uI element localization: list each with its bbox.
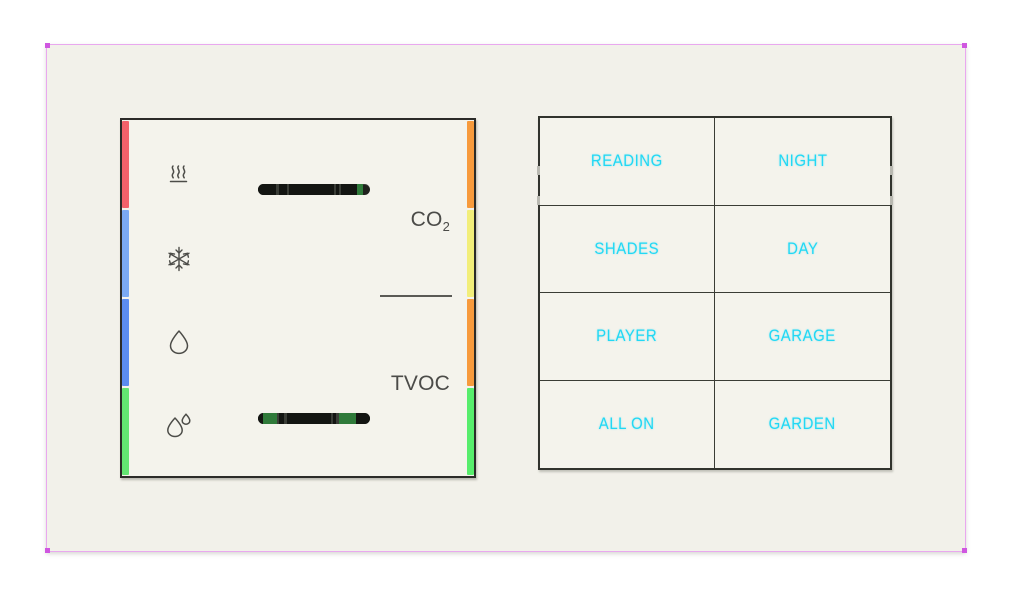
- scene-button-night[interactable]: NIGHT: [715, 118, 890, 206]
- scene-button-day[interactable]: DAY: [715, 205, 890, 293]
- right-led-strip: [467, 120, 474, 476]
- scene-button-label: ALL ON: [599, 414, 655, 434]
- led-cooling-1: [122, 210, 129, 297]
- tvoc-label: TVOC: [390, 372, 450, 395]
- slider-segment: [339, 184, 341, 195]
- slider-segment: [333, 413, 336, 424]
- scene-button-label: PLAYER: [596, 326, 658, 346]
- co2-text: CO: [410, 208, 443, 231]
- dew-point-icon: [162, 408, 196, 442]
- slider-segment: [356, 413, 370, 424]
- panel-edge-tick: [537, 196, 540, 205]
- slider-segment: [289, 184, 334, 195]
- slider-segment: [276, 184, 279, 195]
- slider-segment: [287, 413, 331, 424]
- scene-button-player[interactable]: PLAYER: [540, 293, 715, 381]
- sensor-icon-column: [156, 120, 202, 476]
- setpoint-slider-top[interactable]: [258, 184, 370, 195]
- co2-subscript: 2: [442, 219, 450, 235]
- slider-segment: [258, 413, 263, 424]
- heating-icon: [162, 159, 196, 193]
- scene-button-all-on[interactable]: ALL ON: [540, 380, 715, 468]
- slider-segment: [336, 184, 339, 195]
- slider-segment: [341, 184, 357, 195]
- slider-segment: [284, 413, 287, 424]
- slider-segment: [331, 413, 333, 424]
- left-led-strip: [122, 120, 129, 476]
- scene-button-garage[interactable]: GARAGE: [715, 293, 890, 381]
- climate-sensor-panel[interactable]: CO2 TVOC: [120, 118, 476, 478]
- device-board: CO2 TVOC READING NIGHT SHADES DAY PLAYER: [46, 44, 966, 552]
- cooling-icon: [162, 242, 196, 276]
- slider-segment: [258, 184, 276, 195]
- led-humidity: [122, 388, 129, 475]
- setpoint-slider-bottom[interactable]: [258, 413, 370, 424]
- led-tvoc-good: [467, 388, 474, 475]
- scene-button-garden[interactable]: GARDEN: [715, 380, 890, 468]
- slider-indicator: [357, 184, 363, 195]
- scene-button-panel[interactable]: READING NIGHT SHADES DAY PLAYER GARAGE A…: [537, 116, 893, 470]
- scene-button-label: GARDEN: [768, 414, 837, 434]
- slider-indicator: [263, 413, 277, 424]
- panel-edge-tick: [537, 166, 540, 175]
- scene-button-label: GARAGE: [768, 326, 837, 346]
- slider-segment: [287, 184, 289, 195]
- led-co2-high: [467, 121, 474, 208]
- humidity-icon: [162, 325, 196, 359]
- scene-button-shades[interactable]: SHADES: [540, 205, 715, 293]
- gas-reading-divider: [380, 295, 452, 297]
- panel-edge-tick: [890, 196, 893, 205]
- slider-segment: [336, 413, 339, 424]
- scene-button-label: SHADES: [594, 238, 660, 258]
- led-tvoc-high: [467, 299, 474, 386]
- led-co2-mid: [467, 210, 474, 297]
- led-cooling-2: [122, 299, 129, 386]
- slider-segment: [334, 184, 336, 195]
- scene-button-label: READING: [591, 151, 663, 171]
- scene-button-label: DAY: [786, 238, 819, 258]
- scene-button-label: NIGHT: [777, 151, 828, 171]
- slider-segment: [279, 184, 287, 195]
- led-heating: [122, 121, 129, 208]
- slider-segment: [279, 413, 284, 424]
- co2-label: CO2: [411, 208, 450, 234]
- slider-indicator: [339, 413, 356, 424]
- scene-button-reading[interactable]: READING: [540, 118, 715, 206]
- slider-segment: [277, 413, 279, 424]
- panel-edge-tick: [890, 166, 893, 175]
